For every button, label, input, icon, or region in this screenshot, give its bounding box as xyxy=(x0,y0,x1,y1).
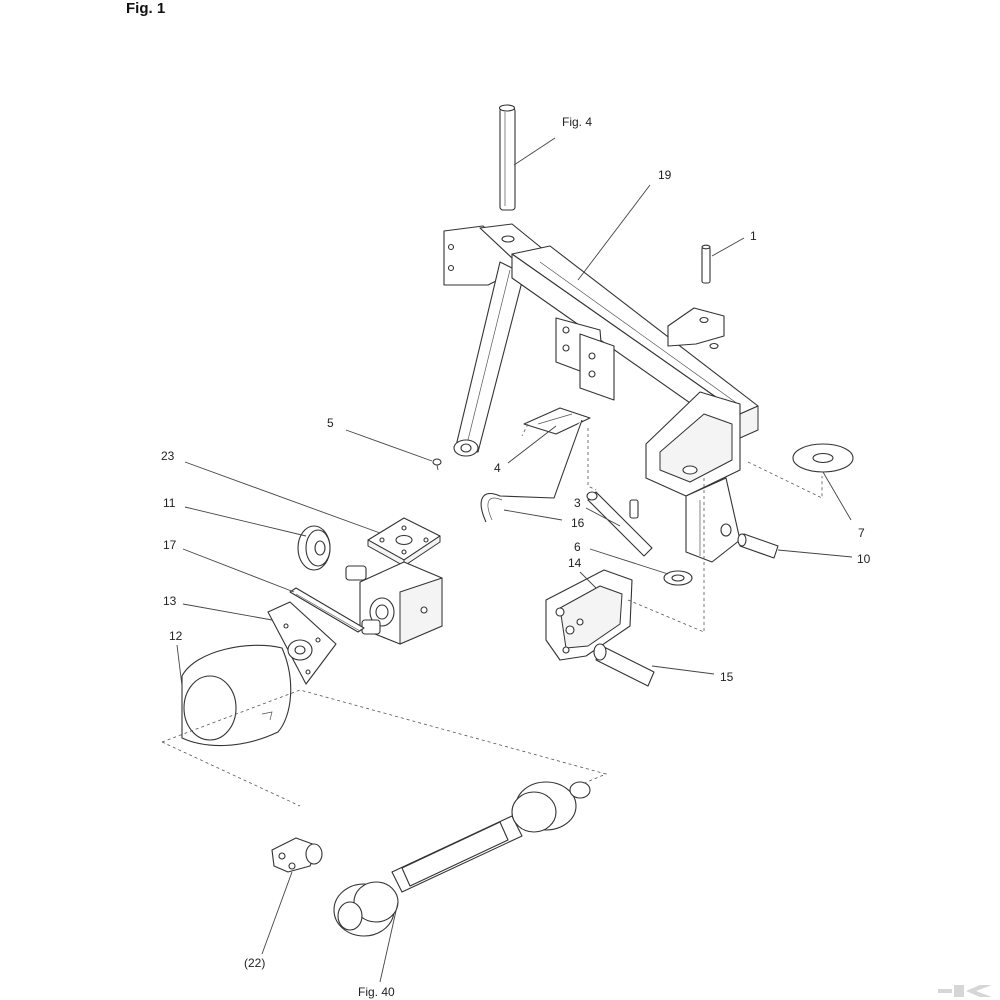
callout-17: 17 xyxy=(163,538,177,552)
callout-10: 10 xyxy=(857,552,871,566)
washer-part-7 xyxy=(792,443,854,473)
bracket-part-14 xyxy=(545,569,633,661)
callout-15: 15 xyxy=(720,670,734,684)
callout-4: 4 xyxy=(494,461,501,475)
callout-3: 3 xyxy=(574,496,581,510)
callout-23: 23 xyxy=(161,449,175,463)
joint-part-22 xyxy=(271,837,323,873)
callout-fig40: Fig. 40 xyxy=(358,985,395,999)
callout-12: 12 xyxy=(169,629,183,643)
callout-1: 1 xyxy=(750,229,757,243)
plate-part-13 xyxy=(267,601,337,685)
callout-11: 11 xyxy=(163,496,176,510)
hook-inner-line xyxy=(487,497,503,521)
callout-22: (22) xyxy=(244,956,265,970)
key-part-17 xyxy=(289,587,365,633)
pulley-part-11 xyxy=(297,525,331,571)
callout-6: 6 xyxy=(574,540,581,554)
callout-7: 7 xyxy=(858,526,865,540)
callout-19: 19 xyxy=(658,168,672,182)
callout-16: 16 xyxy=(571,516,585,530)
pin-part-1 xyxy=(701,244,711,284)
pin-part-3 xyxy=(586,491,653,557)
assembly-dashed-lines xyxy=(161,423,823,807)
pin-part-15 xyxy=(593,643,655,687)
plate-part-23 xyxy=(367,517,441,567)
screw-part-5 xyxy=(432,458,442,471)
callout-14: 14 xyxy=(568,556,582,570)
callout-fig4: Fig. 4 xyxy=(562,115,592,129)
k-logo-icon xyxy=(938,985,992,997)
callout-13: 13 xyxy=(163,594,177,608)
driveshaft-part xyxy=(333,781,591,937)
hook-part-16 xyxy=(480,419,583,523)
pin-part-10 xyxy=(737,533,779,559)
vertical-pin-part xyxy=(498,104,516,211)
clip-part-4 xyxy=(523,407,591,435)
main-frame-part xyxy=(443,223,759,563)
leader-lines xyxy=(176,137,853,983)
figure-title: Fig. 1 xyxy=(126,0,166,17)
gearbox-part xyxy=(345,561,443,645)
washer-part-6 xyxy=(663,570,693,586)
drum-part-12 xyxy=(181,644,292,747)
callout-5: 5 xyxy=(327,416,334,430)
